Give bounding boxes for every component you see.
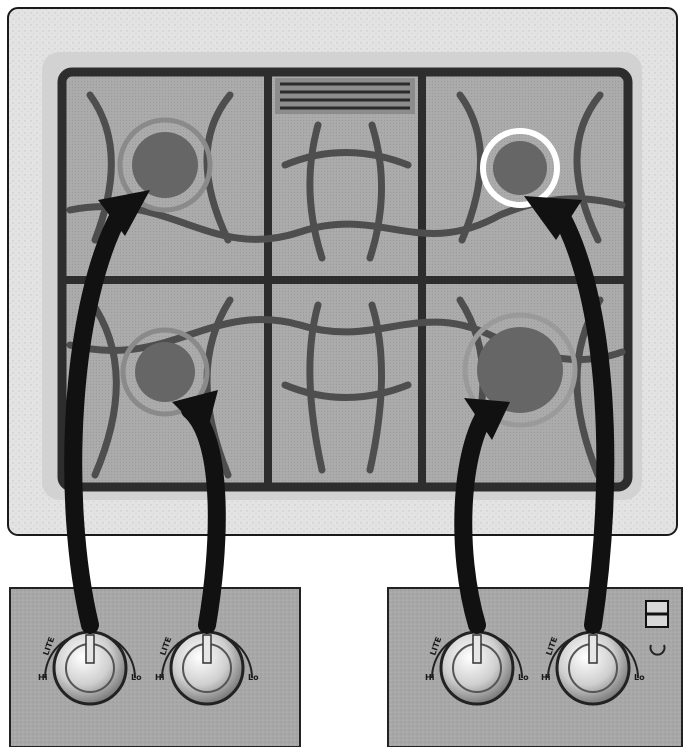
knob-2-hi-label: Hi — [155, 673, 165, 682]
knob-4-hi-label: Hi — [541, 673, 551, 682]
knob-3-hi-label: Hi — [425, 673, 435, 682]
knob-1-lo-label: Lo — [131, 673, 142, 682]
knob-1-hi-label: Hi — [38, 673, 48, 682]
right-control-panel — [388, 588, 682, 747]
knob-4-lo-label: Lo — [634, 673, 645, 682]
indicator-switch-icon — [646, 601, 668, 627]
cooktop-grates — [62, 72, 628, 487]
vent-icon — [275, 78, 415, 114]
burner-right-rear — [483, 131, 557, 205]
knob-3-lo-label: Lo — [518, 673, 529, 682]
knob-2-lo-label: Lo — [248, 673, 259, 682]
